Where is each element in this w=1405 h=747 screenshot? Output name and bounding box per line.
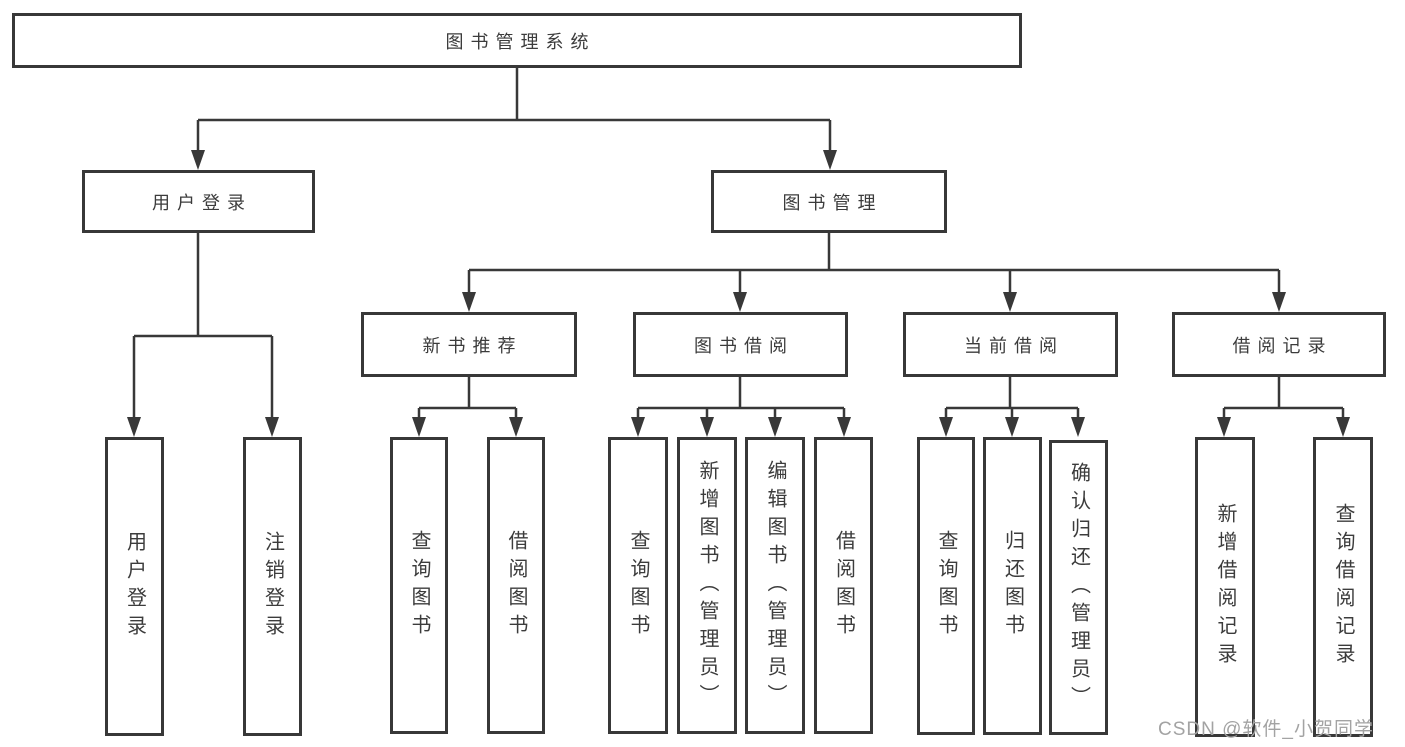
leaf-label: 用户登录: [123, 530, 146, 643]
leaf-label: 借阅图书: [505, 529, 527, 642]
node-book-borrow: 图书借阅: [633, 312, 848, 377]
branch-user-login: 用户登录: [82, 170, 315, 233]
leaf-query-borrow-record: 查询借阅记录: [1313, 437, 1373, 737]
leaf-query-books-borrow: 查询图书: [608, 437, 668, 734]
node-root-system: 图书管理系统: [12, 13, 1022, 68]
leaf-query-books-current: 查询图书: [917, 437, 975, 735]
csdn-watermark: CSDN @软件_小贺同学: [1158, 719, 1374, 740]
leaf-label: 查询图书: [408, 529, 430, 642]
leaf-user-login: 用户登录: [105, 437, 164, 736]
leaf-logout: 注销登录: [243, 437, 302, 736]
leaf-label: 查询图书: [935, 530, 957, 642]
branch-book-management: 图书管理: [711, 170, 947, 233]
leaf-add-book-admin: 新增图书（管理员）: [677, 437, 737, 734]
leaf-add-borrow-record: 新增借阅记录: [1195, 437, 1255, 737]
leaf-return-book: 归还图书: [983, 437, 1042, 735]
leaf-label: 新增图书（管理员）: [696, 459, 718, 712]
node-new-book-recommend: 新书推荐: [361, 312, 577, 377]
leaf-label: 查询图书: [627, 529, 649, 642]
leaf-query-books-recommend: 查询图书: [390, 437, 448, 734]
leaf-label: 查询借阅记录: [1332, 503, 1354, 671]
leaf-label: 新增借阅记录: [1214, 503, 1236, 671]
leaf-confirm-return-admin: 确认归还（管理员）: [1049, 440, 1108, 735]
leaf-label: 借阅图书: [832, 529, 855, 642]
node-borrow-record: 借阅记录: [1172, 312, 1386, 377]
leaf-label: 编辑图书（管理员）: [764, 459, 786, 712]
node-current-borrow: 当前借阅: [903, 312, 1118, 377]
leaf-label: 确认归还（管理员）: [1067, 461, 1090, 714]
leaf-edit-book-admin: 编辑图书（管理员）: [745, 437, 805, 734]
arrowhead-icons: [127, 150, 1350, 437]
leaf-label: 归还图书: [1001, 530, 1024, 642]
leaf-label: 注销登录: [261, 530, 284, 643]
leaf-borrow-books-recommend: 借阅图书: [487, 437, 545, 734]
leaf-borrow-books-borrow: 借阅图书: [814, 437, 873, 734]
